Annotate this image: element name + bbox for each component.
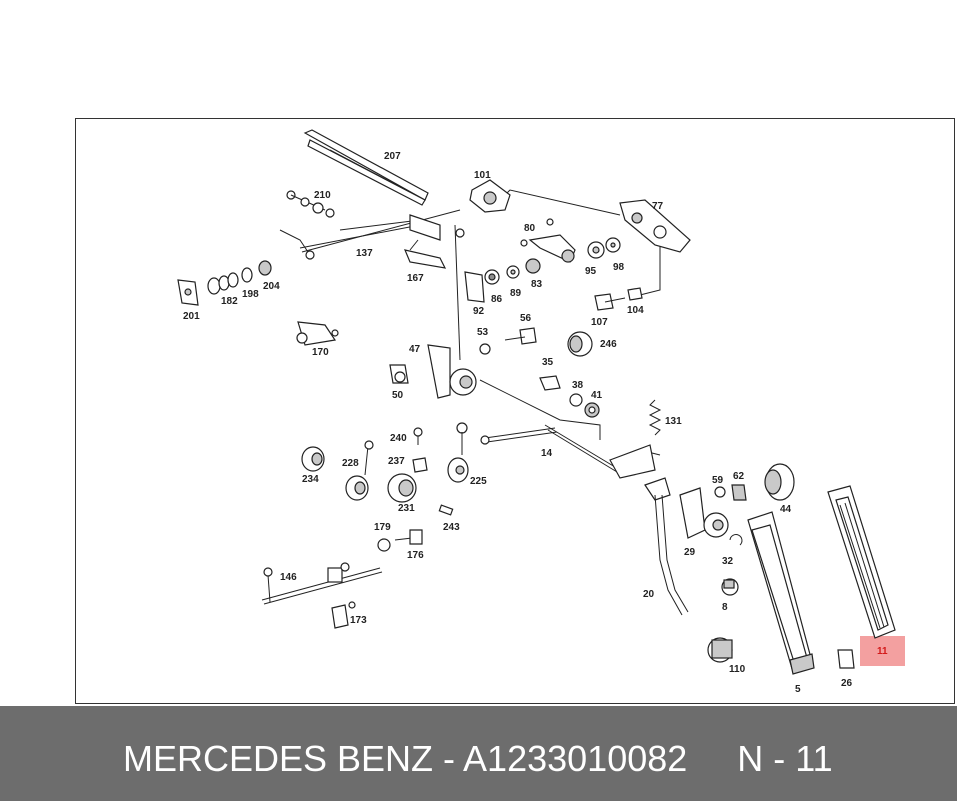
label-170: 170 xyxy=(312,347,329,358)
part-11 xyxy=(827,485,896,639)
label-110: 110 xyxy=(729,664,746,675)
part-234-231 xyxy=(301,446,417,503)
diagram-frame xyxy=(75,118,955,704)
part-59-62-44 xyxy=(714,463,795,501)
label-62: 62 xyxy=(733,471,745,482)
part-53-56-246 xyxy=(479,327,593,357)
part-number-caption: MERCEDES BENZ - A1233010082 N - 11 xyxy=(123,738,833,779)
part-210 xyxy=(286,190,335,218)
label-198: 198 xyxy=(242,289,259,300)
label-26: 26 xyxy=(841,678,853,689)
label-237: 237 xyxy=(388,456,405,467)
label-104: 104 xyxy=(627,305,644,316)
label-98: 98 xyxy=(613,262,625,273)
part-8 xyxy=(721,578,739,596)
part-101 xyxy=(469,179,511,213)
part-201 xyxy=(177,279,199,306)
label-83: 83 xyxy=(531,279,543,290)
label-173: 173 xyxy=(350,615,367,626)
highlight-box-11 xyxy=(860,636,905,666)
part-137 xyxy=(279,209,465,260)
part-5 xyxy=(747,511,815,675)
part-207 xyxy=(303,129,429,206)
label-146: 146 xyxy=(280,572,297,583)
part-26 xyxy=(837,649,855,669)
connector-lines xyxy=(339,189,661,456)
label-246: 246 xyxy=(600,339,617,350)
label-176: 176 xyxy=(407,550,424,561)
label-35: 35 xyxy=(542,357,554,368)
part-179-176 xyxy=(377,529,423,552)
part-243 xyxy=(438,504,454,516)
label-207: 207 xyxy=(384,151,401,162)
label-240: 240 xyxy=(390,433,407,444)
label-225: 225 xyxy=(470,476,487,487)
label-41: 41 xyxy=(591,390,603,401)
label-131: 131 xyxy=(665,416,682,427)
part-35-38-41 xyxy=(539,375,600,418)
part-47 xyxy=(427,344,477,399)
label-201: 201 xyxy=(183,311,200,322)
label-20: 20 xyxy=(643,589,655,600)
part-110 xyxy=(707,637,733,663)
label-44: 44 xyxy=(780,504,792,515)
part-131 xyxy=(648,399,662,436)
label-50: 50 xyxy=(392,390,404,401)
part-240-228-237-225 xyxy=(364,422,469,483)
part-95-98 xyxy=(587,237,621,259)
part-32 xyxy=(729,534,743,546)
label-234: 234 xyxy=(302,474,319,485)
label-228: 228 xyxy=(342,458,359,469)
part-86-89-83 xyxy=(484,258,541,285)
part-107-104 xyxy=(594,287,643,311)
part-29 xyxy=(679,487,729,539)
label-182: 182 xyxy=(221,296,238,307)
part-146 xyxy=(261,562,383,605)
label-5: 5 xyxy=(795,684,801,695)
label-86: 86 xyxy=(491,294,503,305)
label-29: 29 xyxy=(684,547,696,558)
part-173 xyxy=(331,601,356,629)
part-50 xyxy=(389,364,409,384)
label-47: 47 xyxy=(409,344,421,355)
label-179: 179 xyxy=(374,522,391,533)
label-32: 32 xyxy=(722,556,734,567)
part-167 xyxy=(403,239,447,269)
caption-bar xyxy=(0,706,957,801)
label-53: 53 xyxy=(477,327,489,338)
label-89: 89 xyxy=(510,288,522,299)
label-92: 92 xyxy=(473,306,485,317)
part-14 xyxy=(480,424,656,479)
part-92 xyxy=(464,271,485,303)
label-95: 95 xyxy=(585,266,597,277)
label-11: 11 xyxy=(877,646,888,657)
part-182-198-204 xyxy=(207,260,272,295)
part-20 xyxy=(644,477,689,616)
label-56: 56 xyxy=(520,313,532,324)
label-59: 59 xyxy=(712,475,724,486)
part-77 xyxy=(619,199,691,253)
label-38: 38 xyxy=(572,380,584,391)
label-204: 204 xyxy=(263,281,280,292)
label-101: 101 xyxy=(474,170,491,181)
label-167: 167 xyxy=(407,273,424,284)
part-170 xyxy=(296,321,339,346)
part-80 xyxy=(520,218,576,263)
label-77: 77 xyxy=(652,201,664,212)
label-8: 8 xyxy=(722,602,728,613)
label-80: 80 xyxy=(524,223,536,234)
label-14: 14 xyxy=(541,448,553,459)
label-243: 243 xyxy=(443,522,460,533)
label-210: 210 xyxy=(314,190,331,201)
label-107: 107 xyxy=(591,317,608,328)
parts-diagram: 207 210 137 101 77 80 95 98 167 86 89 83… xyxy=(177,129,905,695)
label-231: 231 xyxy=(398,503,415,514)
label-137: 137 xyxy=(356,248,373,259)
